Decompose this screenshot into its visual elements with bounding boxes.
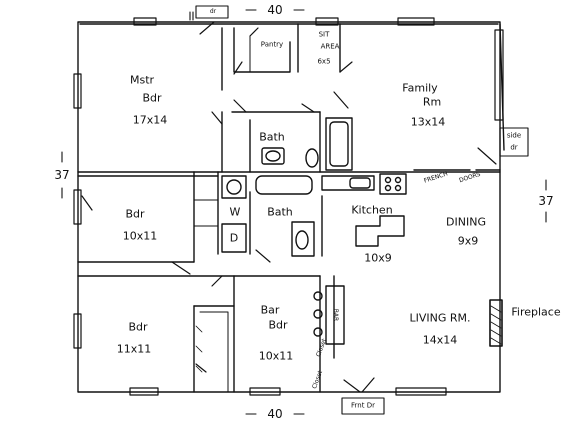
top-door-label: dr (209, 8, 217, 15)
left-dimension: 37 (54, 168, 70, 182)
living-room-name: LIVING RM. (409, 311, 471, 325)
southwest-bedroom-name: Bdr (128, 320, 148, 334)
side-door-label-1: side (506, 131, 522, 140)
dining-name: DINING (446, 215, 486, 229)
family-room-size: 13x14 (410, 115, 446, 129)
family-room-name-1: Family (402, 81, 438, 95)
kitchen-size: 10x9 (364, 251, 392, 265)
exterior-walls (77, 21, 505, 393)
dimension-marks (61, 9, 547, 415)
interior-walls (77, 23, 501, 393)
right-dimension: 37 (538, 194, 554, 208)
top-dimension: 40 (267, 3, 283, 17)
bar-bedroom-name-1: Bar (260, 303, 280, 317)
side-door-box (499, 127, 529, 157)
west-bedroom-name: Bdr (125, 207, 145, 221)
bar-label: BAR (332, 308, 339, 322)
sit-area-name-1: SIT (318, 30, 330, 39)
lower-bath-label: Bath (267, 205, 293, 219)
side-door-label-2: dr (510, 143, 518, 152)
pantry-label: Pantry (260, 40, 284, 49)
bar-bedroom-size: 10x11 (258, 349, 294, 363)
dryer-label: D (229, 231, 239, 245)
kitchen-name: Kitchen (351, 203, 393, 217)
fireplace-label: Fireplace (511, 305, 561, 319)
upper-bath-label: Bath (259, 130, 285, 144)
master-bedroom-name-1: Mstr (129, 73, 155, 87)
dining-size: 9x9 (457, 234, 479, 248)
washer-label: W (229, 205, 241, 219)
door-swings (81, 21, 497, 393)
bar-bedroom-name-2: Bdr (268, 318, 288, 332)
top-door-box (195, 5, 229, 19)
sit-area-size: 6x5 (317, 57, 331, 66)
living-room-size: 14x14 (422, 333, 458, 347)
sit-area-name-2: AREA (320, 42, 340, 51)
family-room-name-2: Rm (422, 95, 442, 109)
southwest-bedroom-size: 11x11 (116, 342, 152, 356)
master-bedroom-size: 17x14 (132, 113, 168, 127)
front-door-label: Frnt Dr (351, 401, 375, 410)
west-bedroom-size: 10x11 (122, 229, 158, 243)
master-bedroom-name-2: Bdr (142, 91, 162, 105)
windows (73, 17, 504, 396)
bottom-dimension: 40 (267, 407, 283, 421)
front-door-box (341, 397, 385, 415)
fireplace-symbol (489, 299, 503, 347)
